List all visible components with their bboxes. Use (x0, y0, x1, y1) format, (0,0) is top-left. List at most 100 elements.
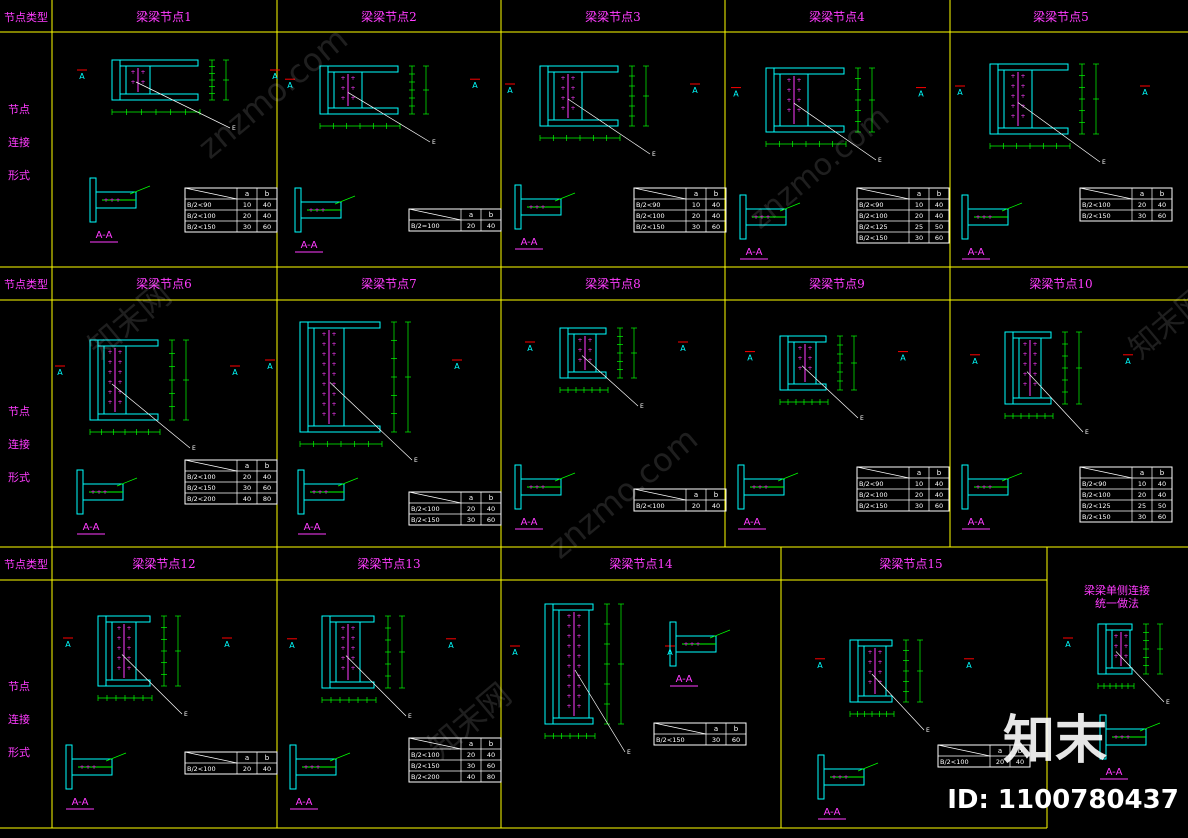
bolt-mark: + (1032, 381, 1037, 388)
weld-symbol: E (1166, 699, 1170, 706)
bolt-mark: + (116, 645, 121, 652)
table-cell: 10 (915, 480, 923, 488)
splice-plate (335, 621, 361, 683)
bolt-mark: + (1032, 351, 1037, 358)
bolt-mark: + (587, 347, 592, 354)
bolt-mark: + (867, 649, 872, 656)
table-cell: 40 (243, 495, 251, 503)
section-label: A-A (746, 247, 763, 258)
column-flange (849, 639, 859, 703)
table-cell: 20 (692, 502, 700, 510)
bolt-mark: + (350, 665, 355, 672)
column-flange (544, 603, 554, 725)
node-title: 梁梁节点10 (1029, 276, 1092, 291)
watermark-brand-cn: 知末网 (81, 275, 179, 366)
table-cell: B/2<150 (411, 516, 440, 524)
bolt-mark: + (331, 331, 336, 338)
table-cell: 10 (692, 201, 700, 209)
table-cell: 30 (467, 762, 475, 770)
leader-line (581, 355, 639, 407)
node-title: 梁梁节点8 (585, 276, 641, 291)
table-cell: 80 (263, 495, 271, 503)
beam-bottom-flange (552, 717, 594, 725)
beam-bottom-flange (1012, 397, 1052, 405)
beam-top-flange (105, 615, 151, 623)
table-cell: 40 (467, 773, 475, 781)
leader-line (1139, 722, 1161, 732)
section-marker: A (692, 86, 698, 95)
bolt-mark: + (350, 75, 355, 82)
table-cell: 40 (712, 212, 720, 220)
table-cell: 60 (1158, 212, 1166, 220)
bolt-mark: + (91, 764, 96, 771)
node-title: 梁梁节点13 (357, 556, 420, 571)
table-cell: B/2<150 (859, 234, 888, 242)
node-title: 梁梁节点2 (361, 9, 417, 24)
bolt-mark: + (340, 635, 345, 642)
leader-line (857, 762, 879, 772)
section-column (514, 184, 522, 230)
section-column (817, 754, 825, 800)
bolt-mark: + (1020, 73, 1025, 80)
bolt-mark: + (116, 635, 121, 642)
bolt-mark: + (1022, 351, 1027, 358)
bolt-mark: + (695, 641, 700, 648)
table-cell: 40 (263, 212, 271, 220)
section-marker: A (272, 72, 278, 81)
table-diagonal (653, 722, 707, 735)
section-marker: A (287, 81, 293, 90)
table-cell: 40 (487, 505, 495, 513)
table-header: a (714, 725, 718, 733)
bolt-mark: + (350, 635, 355, 642)
bolt-mark: + (975, 214, 980, 221)
table-cell: 50 (935, 223, 943, 231)
bolt-mark: + (340, 95, 345, 102)
table-cell: 30 (467, 516, 475, 524)
beam-top-flange (552, 603, 594, 611)
bolt-mark: + (340, 665, 345, 672)
table-header: b (714, 491, 719, 499)
bolt-mark: + (587, 357, 592, 364)
table-cell: B/2=100 (411, 222, 440, 230)
column-flange (97, 615, 107, 687)
table-cell: 10 (243, 201, 251, 209)
table-cell: 20 (243, 765, 251, 773)
table-header: b (1018, 747, 1023, 755)
table-cell: 60 (263, 484, 271, 492)
table-cell: 40 (712, 201, 720, 209)
node-title: 梁梁节点15 (879, 556, 942, 571)
bolt-mark: + (311, 489, 316, 496)
table-header: b (489, 494, 494, 502)
bolt-mark: + (1123, 643, 1128, 650)
table-cell: 60 (263, 223, 271, 231)
table-diagonal (1079, 466, 1133, 479)
weld-symbol: E (860, 415, 864, 422)
table-header: a (469, 494, 473, 502)
table-header: a (917, 190, 921, 198)
bolt-mark: + (1010, 103, 1015, 110)
bolt-mark: + (566, 643, 571, 650)
bolt-mark: + (786, 87, 791, 94)
table-cell: B/2<100 (411, 751, 440, 759)
bolt-mark: + (126, 635, 131, 642)
bolt-mark: + (867, 669, 872, 676)
bolt-mark: + (576, 623, 581, 630)
bolt-mark: + (350, 625, 355, 632)
weld-symbol: E (414, 457, 418, 464)
bolt-mark: + (807, 365, 812, 372)
leader-line (793, 102, 877, 161)
table-cell: 30 (915, 234, 923, 242)
bolt-mark: + (103, 197, 108, 204)
table-header: a (245, 190, 249, 198)
bolt-mark: + (1022, 381, 1027, 388)
splice-plate (1018, 337, 1042, 399)
table-cell: 60 (935, 502, 943, 510)
table-cell: B/2<100 (187, 765, 216, 773)
table-cell: B/2<150 (1082, 513, 1111, 521)
table-border (1079, 187, 1173, 222)
bolt-mark: + (117, 389, 122, 396)
